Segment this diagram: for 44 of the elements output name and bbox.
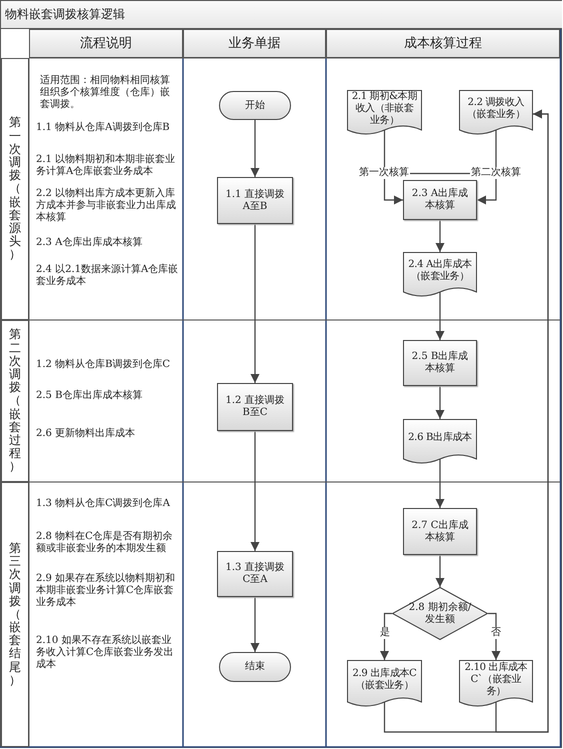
terminator-pill: 结束 bbox=[219, 652, 291, 682]
arrow bbox=[250, 120, 260, 177]
arrow bbox=[495, 110, 549, 733]
lane-header: 流程说明 bbox=[29, 29, 183, 58]
arrow bbox=[436, 555, 444, 587]
process-box: 1.3 直接调拨C至A bbox=[217, 551, 293, 597]
process-box: 1.1 直接调拨A至B bbox=[217, 177, 293, 224]
process-box: 2.3 A出库成本核算 bbox=[403, 180, 477, 220]
step-note: 2.2 以物料出库方成本更新入库方成本并参与非嵌套业力出库成本核算 bbox=[36, 188, 177, 224]
lane-header: 成本核算过程 bbox=[326, 29, 560, 58]
arrow bbox=[436, 386, 444, 419]
arrow bbox=[250, 431, 260, 551]
process-box: 2.5 B出库成本核算 bbox=[403, 340, 477, 386]
phase-label: 第二次调拨（嵌套过程） bbox=[1, 320, 29, 482]
step-note: 2.1 以物料期初和本期非嵌套业务计算A仓库嵌套业务成本 bbox=[36, 154, 176, 178]
step-note: 1.1 物料从仓库A调拨到仓库B bbox=[36, 122, 171, 134]
arrow bbox=[384, 130, 403, 204]
arrow bbox=[250, 224, 260, 383]
step-note: 2.9 如果存在系统以物料期初和本期非嵌套业务计算C仓库嵌套业务成本 bbox=[36, 573, 176, 609]
edge-label: 第一次核算 bbox=[358, 167, 410, 179]
step-note: 2.8 物料在C仓库是否有期初余额或非嵌套业务的本期发生额 bbox=[36, 531, 174, 555]
edge-label: 是 bbox=[379, 627, 391, 639]
arrow bbox=[436, 292, 444, 340]
step-note: 2.6 更新物料出库成本 bbox=[36, 428, 136, 440]
step-note: 适用范围：相同物料相同核算组织多个核算维度（仓库）嵌套调拨。 bbox=[40, 75, 171, 111]
edge-label: 第二次核算 bbox=[470, 167, 522, 179]
step-note: 2.4 以2.1数据来源计算A仓库嵌套业务成本 bbox=[36, 264, 180, 288]
decision-diamond: 2.8 期初余额/发生额 bbox=[392, 587, 488, 640]
process-box: 2.7 C出库成本核算 bbox=[403, 508, 477, 555]
diagram-title: 物料嵌套调拨核算逻辑 bbox=[1, 1, 562, 28]
arrow bbox=[250, 597, 260, 652]
phase-label: 第三次调拨（嵌套结尾） bbox=[1, 482, 29, 747]
terminator-pill: 开始 bbox=[219, 91, 291, 120]
step-note: 1.3 物料从仓库C调拨到仓库A bbox=[36, 498, 171, 510]
step-note: 2.5 B仓库出库成本核算 bbox=[36, 390, 144, 402]
lane-header: 业务单据 bbox=[183, 29, 326, 58]
step-note: 2.10 如果不存在系统以嵌套业务收入计算C仓库嵌套业务发出成本 bbox=[36, 635, 175, 671]
process-box: 1.2 直接调拨B至C bbox=[217, 383, 293, 431]
phase-label: 第一次调拨（嵌套源头） bbox=[1, 58, 29, 320]
step-note: 1.2 物料从仓库B调拨到仓库C bbox=[36, 359, 172, 371]
edge-label: 否 bbox=[490, 627, 502, 639]
arrow bbox=[436, 220, 444, 252]
step-note: 2.3 A仓库出库成本核算 bbox=[36, 237, 144, 249]
arrow bbox=[436, 459, 444, 508]
